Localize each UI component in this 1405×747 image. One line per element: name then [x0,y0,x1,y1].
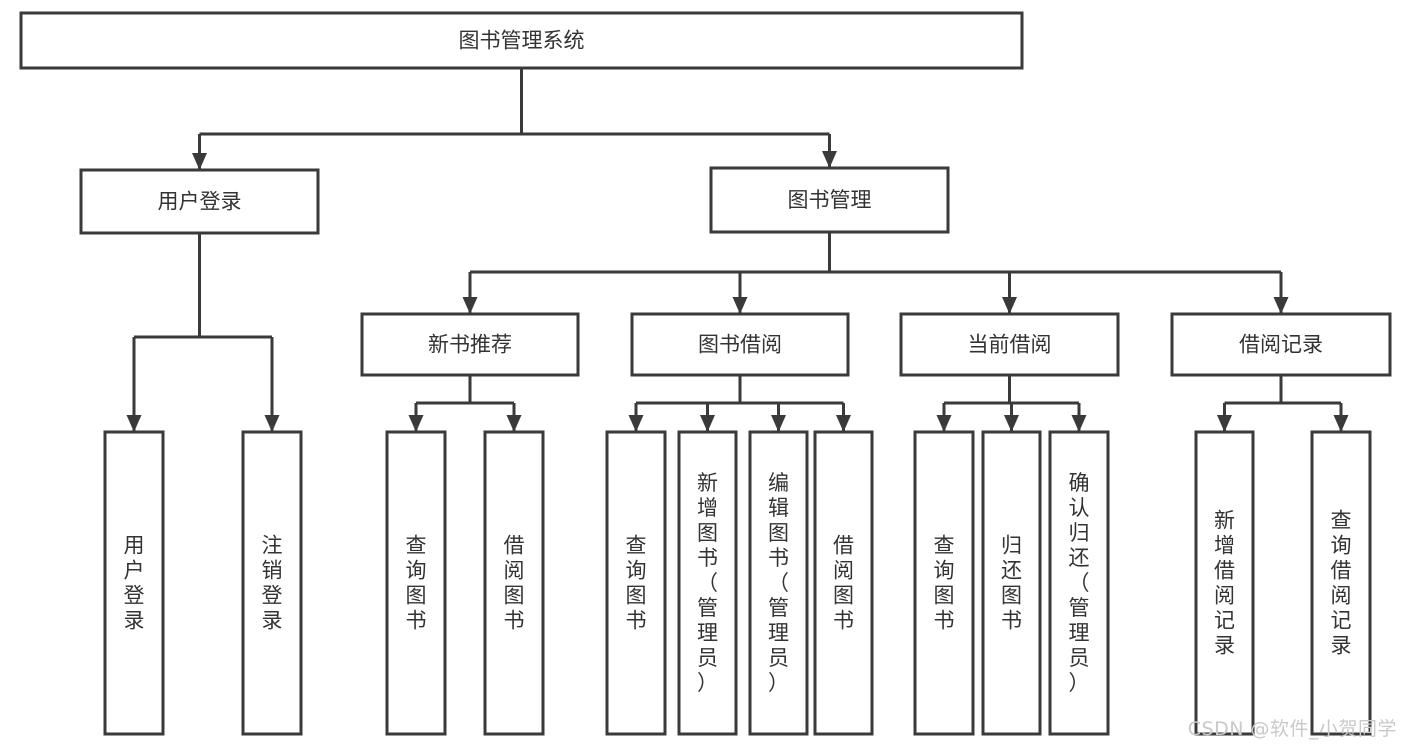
arrow-head-icon [771,415,786,432]
node-leaf-query-book-2[interactable]: 查询图书 [605,430,667,736]
node-leaf-borrow-book-2[interactable]: 借阅图书 [813,430,874,736]
arrow-head-icon [1071,415,1087,432]
node-label: 查询图书 [626,534,647,633]
node-leaf-borrow-book-1[interactable]: 借阅图书 [483,430,545,736]
node-box [103,430,165,736]
arrow-head-icon [1273,297,1289,314]
node-box [1310,430,1372,736]
node-label: 新增图书（管理员） [697,471,718,695]
nodes-layer: 图书管理系统用户登录图书管理新书推荐图书借阅当前借阅借阅记录用户登录注销登录查询… [19,11,1392,736]
node-book-management[interactable]: 图书管理 [709,166,950,234]
node-root-图书管理系统[interactable]: 图书管理系统 [19,11,1024,70]
node-box [981,430,1042,736]
node-box [241,430,303,736]
node-label: 查询图书 [406,534,427,633]
arrow-head-icon [1004,415,1019,432]
node-label: 确认归还（管理员） [1069,471,1090,695]
node-box [1170,312,1392,377]
node-box [483,430,545,736]
node-label: 图书管理 [788,188,872,212]
node-leaf-query-book-3[interactable]: 查询图书 [913,430,975,736]
arrow-head-icon [628,415,644,432]
node-label: 借阅图书 [833,534,854,633]
node-box [748,430,809,736]
arrow-head-icon [126,415,142,432]
arrow-head-icon [700,415,715,432]
node-box [913,430,975,736]
node-new-book-recommend[interactable]: 新书推荐 [360,312,580,377]
node-box [605,430,667,736]
node-label: 注销登录 [262,534,283,633]
node-box [79,168,320,235]
node-label: 用户登录 [124,534,145,633]
node-label: 图书管理系统 [459,29,585,53]
arrow-head-icon [836,415,851,432]
node-label: 查询图书 [934,534,955,633]
connectors-layer [126,68,1349,432]
node-book-borrow[interactable]: 图书借阅 [630,312,850,377]
node-leaf-add-record[interactable]: 新增借阅记录 [1194,430,1255,736]
node-leaf-user-login[interactable]: 用户登录 [103,430,165,736]
arrow-head-icon [192,153,207,170]
node-label: 当前借阅 [968,333,1052,357]
node-label: 归还图书 [1001,534,1022,633]
arrow-head-icon [1002,297,1017,314]
node-box [19,11,1024,70]
node-box [385,430,447,736]
arrow-head-icon [408,415,424,432]
arrow-head-icon [264,415,280,432]
node-leaf-return-book[interactable]: 归还图书 [981,430,1042,736]
node-label: 查询借阅记录 [1331,509,1352,658]
node-box [677,430,738,736]
node-leaf-query-record[interactable]: 查询借阅记录 [1310,430,1372,736]
arrow-head-icon [1333,415,1349,432]
watermark-label: CSDN @软件_小贺同学 [1187,718,1397,740]
node-label: 用户登录 [158,190,242,214]
node-borrow-record[interactable]: 借阅记录 [1170,312,1392,377]
node-box [360,312,580,377]
node-box [813,430,874,736]
arrow-head-icon [936,415,952,432]
arrow-head-icon [506,415,522,432]
arrow-head-icon [462,297,478,314]
node-leaf-add-book[interactable]: 新增图书（管理员） [677,430,738,736]
node-box [630,312,850,377]
node-current-borrow[interactable]: 当前借阅 [899,312,1120,377]
node-label: 图书借阅 [698,333,782,357]
node-leaf-edit-book[interactable]: 编辑图书（管理员） [748,430,809,736]
arrow-head-icon [822,151,837,168]
node-label: 借阅图书 [504,534,525,633]
node-leaf-confirm-return[interactable]: 确认归还（管理员） [1048,430,1110,736]
node-box [709,166,950,234]
node-box [899,312,1120,377]
node-user-login[interactable]: 用户登录 [79,168,320,235]
node-leaf-user-logout[interactable]: 注销登录 [241,430,303,736]
node-label: 编辑图书（管理员） [768,471,789,695]
node-label: 新书推荐 [428,333,512,357]
node-box [1048,430,1110,736]
node-label: 新增借阅记录 [1214,509,1235,658]
node-leaf-query-book-1[interactable]: 查询图书 [385,430,447,736]
arrow-head-icon [732,297,748,314]
arrow-head-icon [1217,415,1232,432]
node-box [1194,430,1255,736]
node-label: 借阅记录 [1239,333,1323,357]
